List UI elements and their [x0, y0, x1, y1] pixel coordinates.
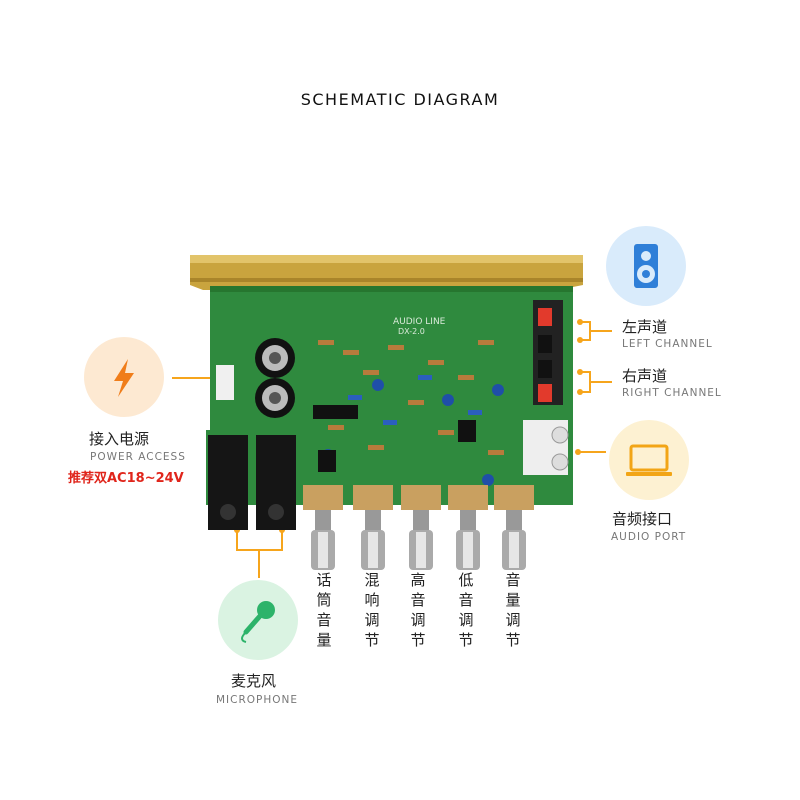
silkscreen-brand: AUDIO LINE [393, 317, 446, 327]
power-label-cn: 接入电源 [89, 430, 150, 448]
audio-port-label-en: AUDIO PORT [611, 531, 687, 543]
power-circle [84, 337, 164, 417]
right-channel-label-en: RIGHT CHANNEL [622, 387, 722, 399]
knob-label-treble: 高音调节 [410, 571, 426, 649]
microphone-label-cn: 麦克风 [231, 672, 277, 690]
knob-label-mic-volume: 话筒音量 [316, 571, 332, 649]
knob-label-reverb: 混响调节 [364, 571, 380, 649]
power-label-en: POWER ACCESS [90, 451, 186, 463]
microphone-circle [218, 580, 298, 660]
lightning-icon [114, 359, 134, 397]
silkscreen-model: DX-2.0 [398, 327, 425, 336]
left-channel-label-en: LEFT CHANNEL [622, 338, 713, 350]
page-title: SCHEMATIC DIAGRAM [300, 90, 500, 109]
potentiometers [303, 485, 534, 570]
speaker-icon [634, 244, 658, 288]
microphone-icon [241, 601, 275, 643]
microphone-label-en: MICROPHONE [216, 694, 299, 706]
knob-label-volume: 音量调节 [505, 571, 521, 649]
amplifier-board: AUDIO LINE DX-2.0 [178, 250, 593, 600]
left-channel-label-cn: 左声道 [622, 318, 668, 336]
knob-label-bass: 低音调节 [458, 571, 474, 649]
laptop-icon [626, 444, 672, 476]
power-note: 推荐双AC18~24V [68, 471, 184, 486]
right-channel-label-cn: 右声道 [622, 367, 668, 385]
audio-port-label-cn: 音频接口 [612, 510, 673, 528]
audio-port-circle [609, 420, 689, 500]
speaker-circle [606, 226, 686, 306]
